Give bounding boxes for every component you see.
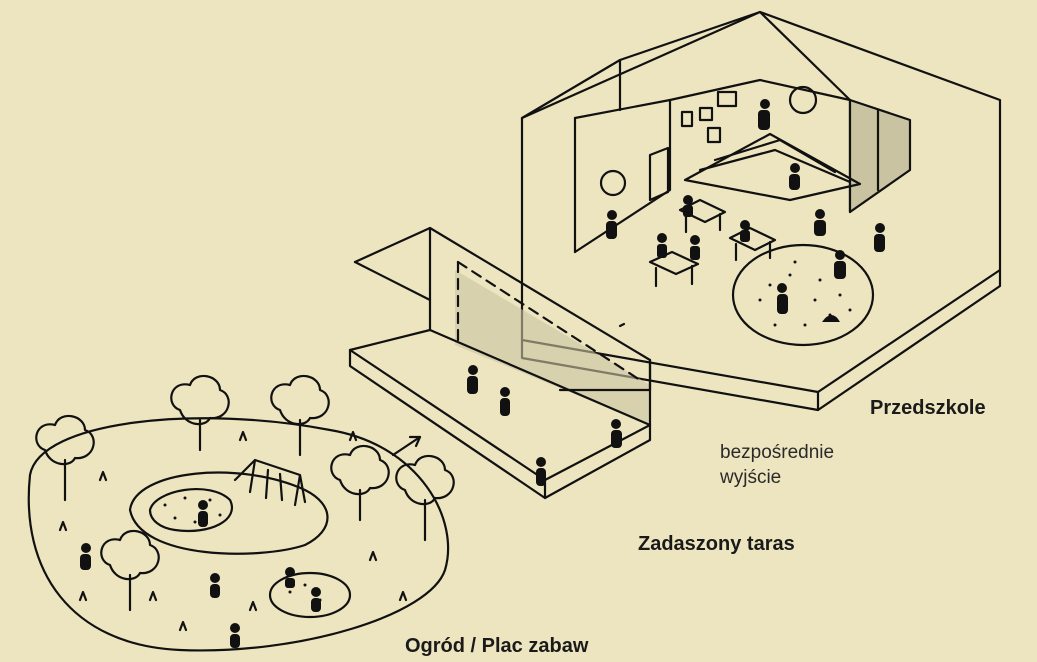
direct-exit-label: bezpośrednie wyjście bbox=[720, 440, 834, 490]
direct-exit-line2: wyjście bbox=[720, 467, 782, 488]
preschool-building-sketch bbox=[520, 10, 1002, 412]
tree-icon bbox=[35, 374, 455, 612]
garden-playground-sketch bbox=[27, 374, 455, 652]
preschool-label: Przedszkole bbox=[870, 397, 986, 419]
direct-exit-line1: bezpośrednie bbox=[720, 442, 835, 463]
covered-terrace-sketch bbox=[348, 226, 652, 500]
direction-arrow bbox=[391, 435, 422, 457]
garden-label: Ogród / Plac zabaw bbox=[405, 635, 589, 657]
terrace-label: Zadaszony taras bbox=[638, 533, 795, 555]
